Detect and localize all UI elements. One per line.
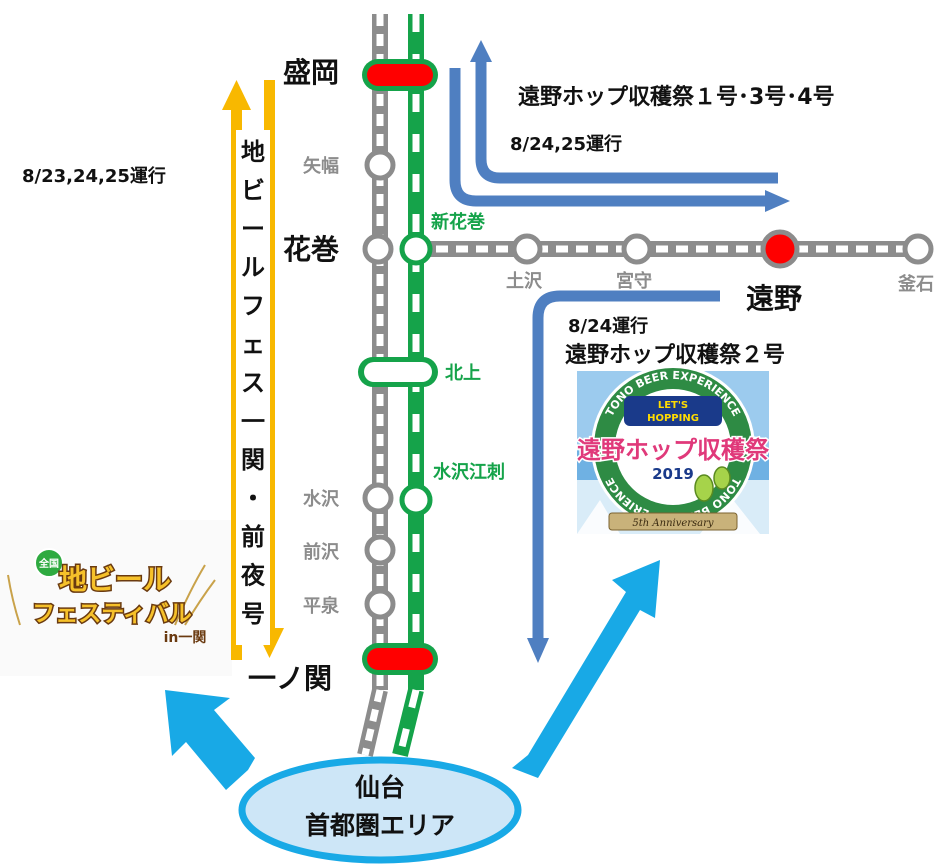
station-marker-ichinoseki — [362, 643, 438, 675]
station-marker-mizusawa-esashi — [399, 483, 433, 517]
jibeer-name-char: 夜 — [240, 562, 266, 590]
label-yahaba: 矢幅 — [303, 155, 339, 177]
label-hiraizumi: 平泉 — [303, 595, 340, 617]
hop-1-3-4-dates: 8/24,25運行 — [510, 133, 622, 155]
jibeer-name-char: ス — [241, 369, 265, 397]
station-marker-shin-hanamaki — [399, 232, 433, 266]
station-marker-miyamori — [621, 233, 653, 265]
jibeer-name-char: ェ — [241, 331, 265, 359]
tono-lets-text: LET'S — [658, 400, 688, 411]
label-mizusawa-esashi: 水沢江刺 — [433, 461, 505, 483]
label-kitakami: 北上 — [445, 363, 481, 384]
jibeer-name-char: ビ — [241, 177, 265, 205]
jibeer-dates: 8/23,24,25運行 — [22, 165, 166, 187]
station-marker-mizusawa — [362, 482, 394, 514]
station-marker-tono — [760, 229, 800, 269]
jibeer-name-char: 関 — [241, 446, 265, 474]
hub-line1: 仙台 — [355, 773, 405, 802]
tono-hopping-text: HOPPING — [647, 413, 699, 424]
station-marker-morioka — [362, 59, 438, 91]
jibeer-name-char: 前 — [241, 523, 265, 551]
beer-fest-title-1: 地ビール — [59, 563, 171, 596]
label-tsuchizawa: 土沢 — [506, 270, 543, 292]
beer-fest-title-2: フェスティバル — [32, 601, 192, 627]
tohoku-main-line — [357, 14, 388, 757]
jibeer-name-char: ル — [241, 254, 265, 282]
wheat-icon — [7, 564, 216, 626]
label-mizusawa: 水沢 — [303, 488, 340, 510]
station-marker-hanamaki — [362, 233, 394, 265]
label-hanamaki: 花巻 — [283, 233, 340, 266]
jibeer-name-char: ー — [241, 215, 265, 243]
beer-festival-logo: 全国 地ビール フェスティバル in一関 — [0, 520, 232, 676]
station-marker-yahaba — [364, 149, 396, 181]
beer-fest-badge: 全国 — [38, 557, 59, 570]
station-marker-tsuchizawa — [511, 233, 543, 265]
station-marker-kitakami — [358, 357, 438, 387]
tono-festival-logo: TONO BEER EXPERIENCE TONO BEER EXPERIENC… — [576, 365, 771, 534]
label-miyamori: 宮守 — [616, 270, 652, 292]
jibeer-name-char: フ — [241, 292, 265, 320]
tono-title-text: 遠野ホップ収穫祭 — [577, 436, 770, 464]
jibeer-name-char: ・ — [241, 485, 265, 513]
jibeer-name-char: 一 — [241, 408, 265, 436]
station-marker-kamaishi — [902, 233, 934, 265]
hop-2-dates: 8/24運行 — [568, 315, 648, 337]
label-morioka: 盛岡 — [283, 56, 339, 89]
station-marker-hiraizumi — [364, 588, 396, 620]
hop-2-name: 遠野ホップ収穫祭２号 — [565, 342, 785, 368]
jibeer-name-char: 号 — [241, 600, 265, 628]
station-marker-maesawa — [364, 534, 396, 566]
jibeer-train-arrow — [222, 80, 284, 660]
tono-anniversary-text: 5th Anniversary — [632, 518, 714, 529]
hop-icon — [694, 466, 731, 502]
tono-train-arrows — [449, 58, 778, 640]
label-kamaishi: 釜石 — [897, 273, 934, 295]
label-shin-hanamaki: 新花巻 — [431, 211, 486, 233]
label-tono: 遠野 — [746, 282, 802, 315]
hop-1-3-4-name: 遠野ホップ収穫祭１号･3号･4号 — [518, 84, 835, 110]
beer-fest-subtitle: in一関 — [164, 630, 207, 646]
access-arrows — [165, 560, 660, 790]
tono-year-text: 2019 — [652, 465, 694, 483]
shinkansen-line — [392, 14, 424, 757]
hub-area: 仙台 首都圏エリア — [238, 756, 522, 864]
label-ichinoseki: 一ノ関 — [248, 662, 332, 695]
label-maesawa: 前沢 — [303, 541, 340, 563]
hub-line2: 首都圏エリア — [305, 811, 455, 840]
jibeer-name-char: 地 — [241, 138, 265, 166]
